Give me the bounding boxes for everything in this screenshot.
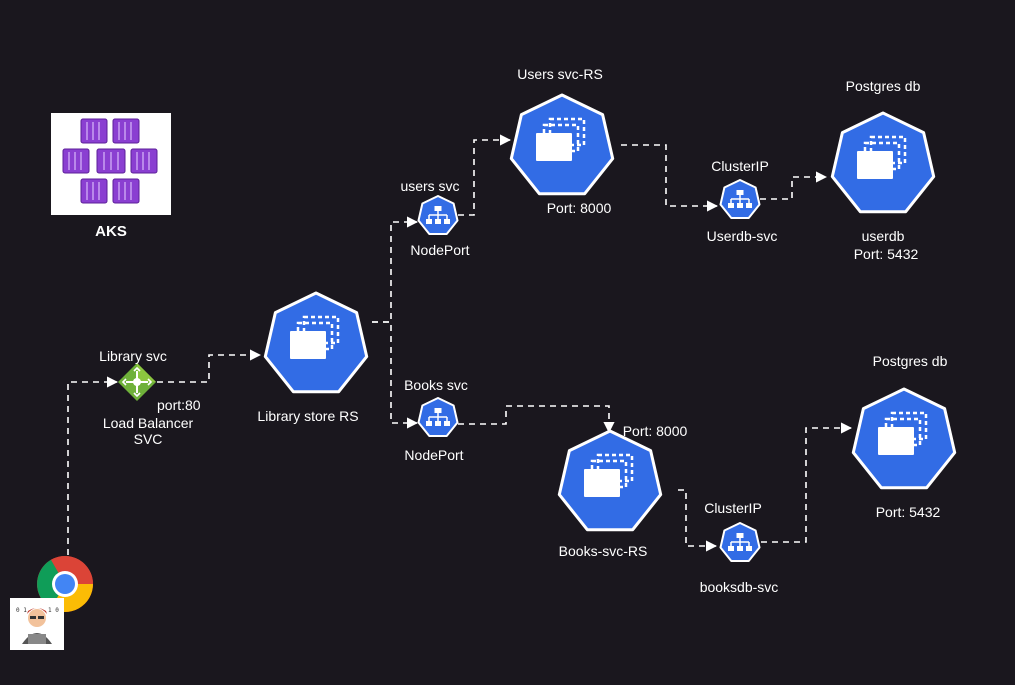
connector-books-rs-to-booksdb-svc	[678, 489, 718, 552]
userdb-svc-type: ClusterIP	[711, 158, 769, 174]
connector-library-rs-to-books-svc	[372, 321, 419, 429]
connector-users-svc-to-users-rs	[458, 134, 512, 216]
connectors	[67, 134, 853, 555]
users-rs-label: Users svc-RS	[517, 66, 603, 82]
service-icon	[719, 522, 761, 562]
replicaset-icon	[557, 429, 663, 532]
books-rs-port: Port: 8000	[622, 423, 688, 439]
booksdb-svc-node	[719, 522, 761, 562]
connector-userdb-svc-to-userdb	[760, 171, 828, 200]
svg-text:1 0: 1 0	[48, 607, 59, 614]
booksdb-node	[851, 387, 957, 490]
booksdb-port: Port: 5432	[875, 504, 941, 520]
replicaset-icon	[830, 111, 936, 214]
booksdb-svc-type: ClusterIP	[704, 500, 762, 516]
booksdb-title: Postgres db	[872, 353, 948, 369]
connector-browser-to-lb	[67, 376, 119, 555]
load-balancer-icon	[118, 363, 156, 401]
aks-logo	[51, 113, 171, 215]
books-svc-node	[417, 397, 459, 437]
user-avatar: 0 1 1 0	[10, 598, 64, 650]
aks-label: AKS	[95, 223, 127, 240]
library-store-rs-node	[263, 291, 369, 394]
books-svc-name: Books svc	[404, 377, 468, 393]
user-avatar-icon: 0 1 1 0	[16, 607, 59, 644]
service-icon	[417, 397, 459, 437]
users-svc-node	[417, 195, 459, 235]
userdb-title: Postgres db	[845, 78, 921, 94]
replicaset-icon	[851, 387, 957, 490]
replicaset-icon	[263, 291, 369, 394]
replicaset-icon	[509, 93, 615, 196]
booksdb-svc-name: booksdb-svc	[699, 579, 779, 595]
books-rs-node	[557, 429, 663, 532]
library-svc-name: Library svc	[99, 348, 167, 364]
books-rs-label: Books-svc-RS	[558, 543, 648, 559]
books-svc-type: NodePort	[404, 447, 464, 463]
svg-text:0 1: 0 1	[16, 607, 27, 614]
connector-library-rs-to-users-svc	[372, 216, 419, 323]
userdb-node	[830, 111, 936, 214]
userdb-svc-node	[719, 179, 761, 219]
service-icon	[417, 195, 459, 235]
connector-books-svc-to-books-rs	[458, 405, 615, 434]
userdb-name: userdb	[861, 228, 905, 244]
library-svc-type: Load Balancer SVC	[102, 415, 194, 447]
users-svc-type: NodePort	[410, 242, 470, 258]
library-svc-port: port:80	[157, 397, 201, 413]
users-svc-name: users svc	[400, 178, 460, 194]
service-icon	[719, 179, 761, 219]
connector-booksdb-svc-to-booksdb	[761, 422, 853, 543]
userdb-port: Port: 5432	[853, 246, 919, 262]
library-rs-label: Library store RS	[257, 408, 359, 424]
connector-lb-to-library-rs	[157, 349, 262, 383]
connector-users-rs-to-userdb-svc	[621, 144, 719, 212]
userdb-svc-name: Userdb-svc	[706, 228, 778, 244]
users-rs-port: Port: 8000	[546, 200, 612, 216]
users-rs-node	[509, 93, 615, 196]
aks-icon	[62, 118, 158, 204]
